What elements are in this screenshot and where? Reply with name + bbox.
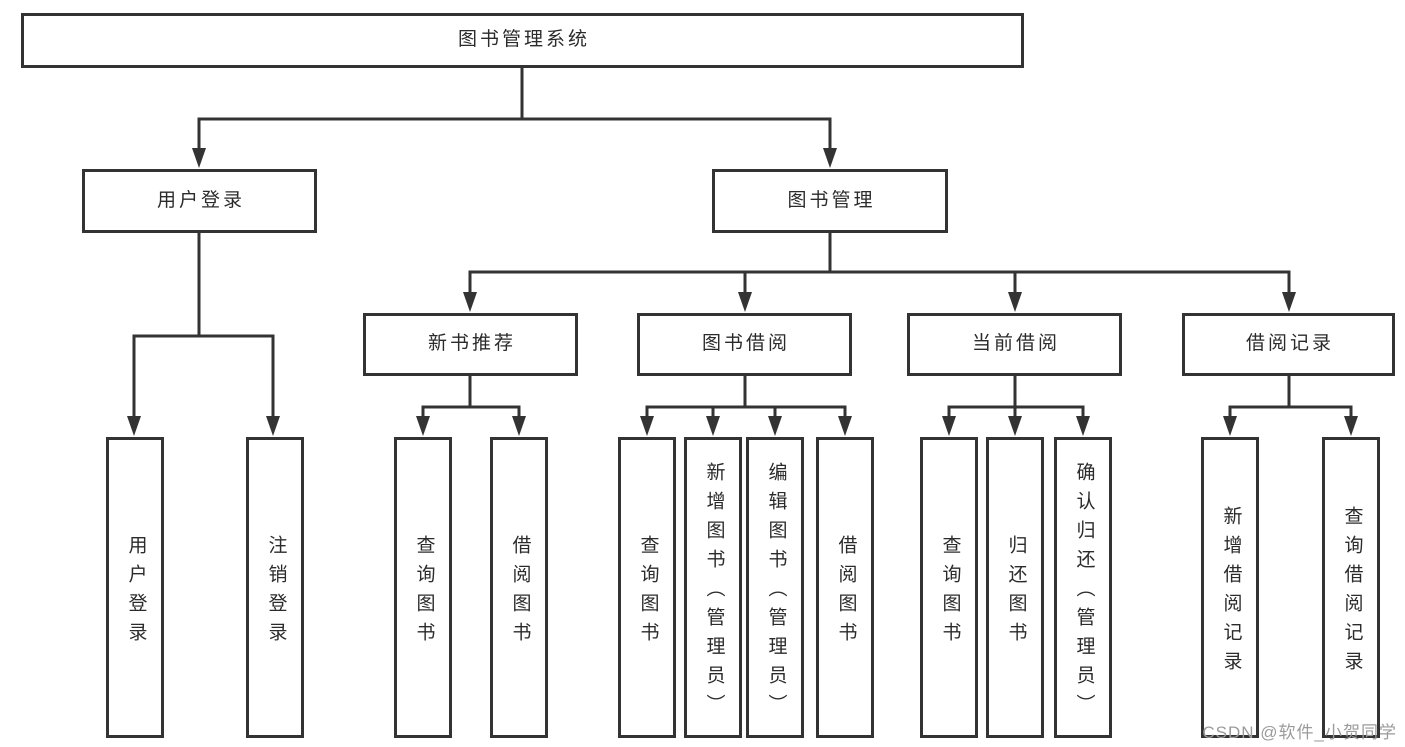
leaf-query-borrow-record: 查询借阅记录	[1322, 437, 1380, 738]
leaf-edit-book-admin-label: 编辑图书（管理员）	[765, 462, 787, 723]
leaf-return-book-label: 归还图书	[1005, 534, 1027, 651]
leaf-add-borrow-record-label: 新增借阅记录	[1220, 505, 1242, 680]
leaf-borrow-books: 借阅图书	[816, 437, 874, 738]
node-borrow-records: 借阅记录	[1182, 313, 1395, 376]
node-book-management: 图书管理	[712, 169, 948, 233]
leaf-borrow-books-recommend: 借阅图书	[490, 437, 548, 738]
connector-new-book-children	[416, 374, 526, 436]
node-book-borrow: 图书借阅	[637, 313, 852, 376]
node-book-management-label: 图书管理	[787, 189, 876, 211]
node-root-label: 图书管理系统	[457, 29, 590, 51]
connector-borrow-records-children	[1223, 374, 1358, 436]
leaf-confirm-return-admin-label: 确认归还（管理员）	[1073, 462, 1095, 723]
leaf-add-book-admin: 新增图书（管理员）	[684, 437, 742, 738]
leaf-query-books-recommend-label: 查询图书	[413, 534, 435, 651]
csdn-watermark: CSDN @软件_小贺同学	[1202, 723, 1397, 742]
leaf-query-books-current-label: 查询图书	[939, 534, 961, 651]
leaf-logout: 注销登录	[246, 437, 304, 738]
leaf-user-login: 用户登录	[106, 437, 164, 738]
node-borrow-records-label: 借阅记录	[1245, 333, 1334, 355]
leaf-user-login-label: 用户登录	[125, 534, 147, 651]
connector-user-login-children	[127, 230, 280, 436]
leaf-query-books-borrow-label: 查询图书	[637, 534, 659, 651]
leaf-logout-label: 注销登录	[265, 534, 287, 651]
leaf-edit-book-admin: 编辑图书（管理员）	[746, 437, 804, 738]
leaf-return-book: 归还图书	[986, 437, 1044, 738]
leaf-borrow-books-label: 借阅图书	[835, 534, 857, 651]
node-user-login-label: 用户登录	[156, 189, 245, 211]
node-current-borrow-label: 当前借阅	[971, 333, 1060, 355]
node-current-borrow: 当前借阅	[907, 313, 1122, 376]
node-new-book-recommend: 新书推荐	[363, 313, 578, 376]
leaf-add-book-admin-label: 新增图书（管理员）	[703, 462, 725, 723]
leaf-query-borrow-record-label: 查询借阅记录	[1341, 505, 1363, 680]
leaf-query-books-recommend: 查询图书	[394, 437, 452, 738]
leaf-confirm-return-admin: 确认归还（管理员）	[1054, 437, 1112, 738]
node-new-book-recommend-label: 新书推荐	[427, 333, 516, 355]
leaf-query-books-borrow: 查询图书	[618, 437, 676, 738]
node-book-borrow-label: 图书借阅	[701, 333, 790, 355]
leaf-borrow-books-recommend-label: 借阅图书	[509, 534, 531, 651]
connector-root-to-level2	[192, 66, 837, 168]
node-user-login: 用户登录	[82, 169, 317, 233]
node-root: 图书管理系统	[21, 13, 1024, 68]
connector-book-management-children	[463, 231, 1296, 312]
connector-book-borrow-children	[640, 374, 852, 436]
connector-current-borrow-children	[942, 374, 1090, 436]
leaf-query-books-current: 查询图书	[920, 437, 978, 738]
leaf-add-borrow-record: 新增借阅记录	[1201, 437, 1259, 738]
